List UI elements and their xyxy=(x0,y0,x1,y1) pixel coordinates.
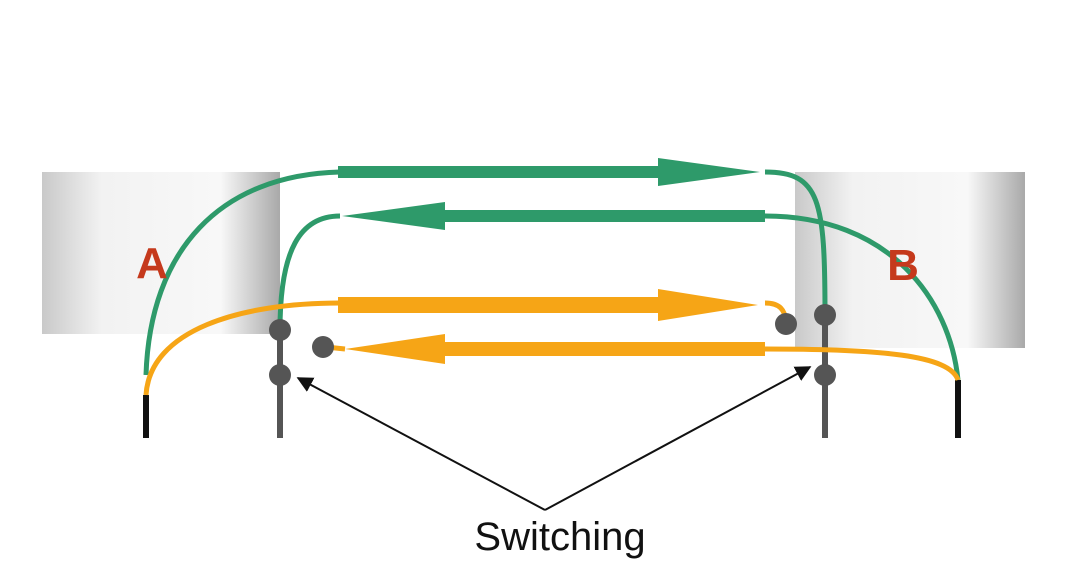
switch-b-contact-upper xyxy=(814,304,836,326)
node-b-label: B xyxy=(887,241,919,290)
orange-return-arrow xyxy=(345,334,765,364)
switch-a-contact-lower xyxy=(269,364,291,386)
green-path-a-curve xyxy=(143,169,341,376)
node-a-label: A xyxy=(136,239,168,288)
switch-a-contact-upper xyxy=(269,319,291,341)
switch-b-contact-lower xyxy=(814,364,836,386)
orange-path-b-curve xyxy=(764,346,961,382)
switching-pointer-right xyxy=(544,366,812,511)
orange-forward-arrow xyxy=(338,289,758,321)
green-path-b-curve-top xyxy=(764,169,828,316)
orange-path-a-curve xyxy=(143,300,341,396)
switch-a-open-contact xyxy=(312,336,334,358)
green-return-arrow xyxy=(342,202,765,230)
green-path-b-curve-outer xyxy=(764,213,961,381)
green-path-a-curve-inner xyxy=(277,213,341,331)
switching-pointer-left xyxy=(296,377,546,511)
switch-b-open-contact xyxy=(775,313,797,335)
green-forward-arrow xyxy=(338,158,760,186)
switching-caption: Switching xyxy=(474,515,645,559)
